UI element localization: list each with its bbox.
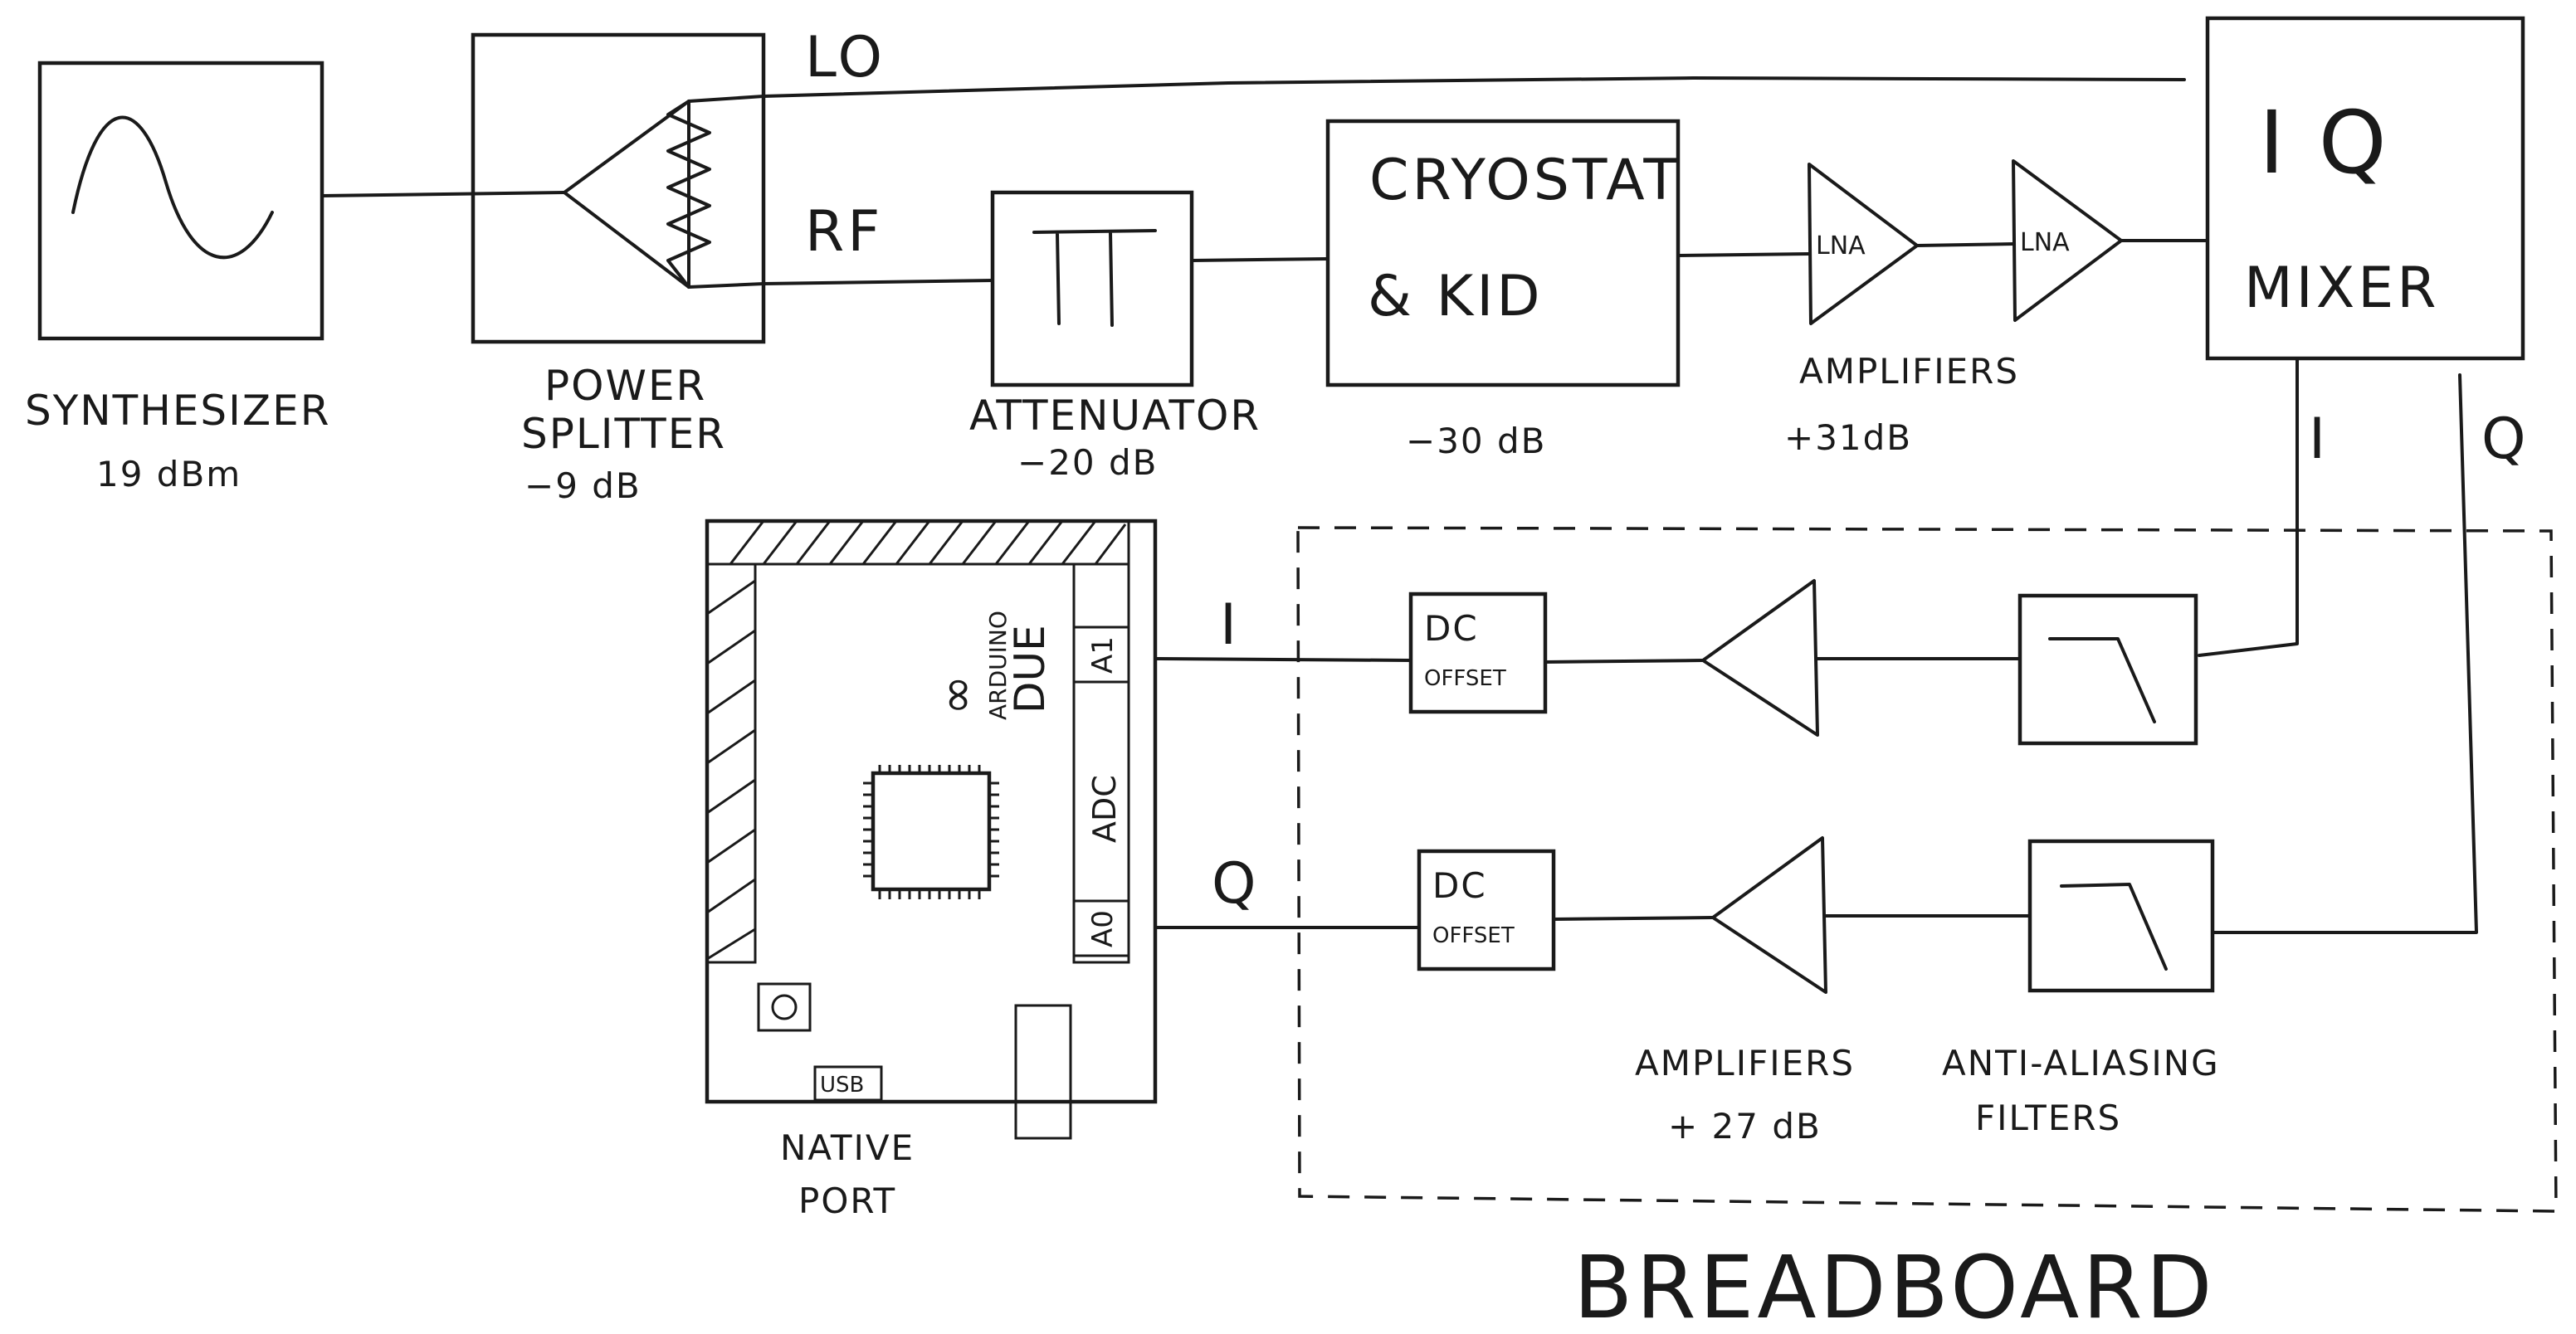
microcontroller-chip bbox=[873, 773, 989, 889]
cryostat-label-2: & KID bbox=[1368, 264, 1544, 329]
wire-mixer-q bbox=[2213, 375, 2476, 932]
arduino-model-label: DUE bbox=[1006, 625, 1054, 713]
lo-signal-label: LO bbox=[805, 25, 886, 90]
attenuator-block bbox=[993, 192, 1192, 385]
dc-offset-i-label-2: OFFSET bbox=[1424, 666, 1506, 691]
pin-adc-label: ADC bbox=[1086, 775, 1123, 843]
sine-wave-icon bbox=[73, 118, 272, 258]
synthesizer-value: 19 dBm bbox=[96, 454, 242, 494]
iq-mixer-label-2: MIXER bbox=[2244, 256, 2440, 321]
wire-att-cryo bbox=[1192, 259, 1328, 260]
wire-board-i bbox=[1155, 659, 1411, 660]
synthesizer-block bbox=[40, 63, 322, 338]
rf-amplifiers-label: AMPLIFIERS bbox=[1799, 351, 2019, 392]
power-splitter-label-1: POWER bbox=[544, 362, 706, 410]
breadboard-label: BREADBOARD bbox=[1573, 1237, 2216, 1334]
board-q-label: Q bbox=[1212, 851, 1260, 917]
iq-mixer-label-1: I Q bbox=[2259, 92, 2390, 193]
dc-offset-q-label-1: DC bbox=[1432, 865, 1487, 906]
dc-offset-q-label-2: OFFSET bbox=[1432, 923, 1515, 948]
pin-a1-label: A1 bbox=[1086, 636, 1120, 674]
filters-label-1: ANTI-ALIASING bbox=[1942, 1043, 2220, 1083]
lna-2-label: LNA bbox=[2020, 228, 2070, 257]
wire-rf bbox=[764, 280, 993, 284]
power-splitter-label-2: SPLITTER bbox=[521, 410, 726, 458]
reset-button-icon bbox=[759, 984, 810, 1030]
cryostat-label-1: CRYOSTAT bbox=[1369, 148, 1681, 213]
power-splitter-value: −9 dB bbox=[524, 465, 642, 506]
amplifier-i-triangle-icon bbox=[1703, 581, 1817, 735]
cryostat-value: −30 dB bbox=[1406, 421, 1546, 461]
breadboard-amplifiers-label: AMPLIFIERS bbox=[1635, 1043, 1855, 1083]
lowpass-filter-icon bbox=[2050, 639, 2154, 722]
wire-lo bbox=[764, 78, 2184, 96]
arduino-logo-icon: ∞ bbox=[928, 675, 984, 715]
amplifier-q-triangle-icon bbox=[1713, 838, 1826, 992]
breadboard-amplifiers-value: + 27 dB bbox=[1668, 1106, 1822, 1147]
lowpass-filter-icon bbox=[2061, 884, 2166, 969]
rf-amplifiers-value: +31dB bbox=[1784, 417, 1912, 458]
usb-label: USB bbox=[820, 1073, 864, 1098]
pi-attenuator-icon bbox=[1034, 231, 1155, 325]
mixer-i-label: I bbox=[2309, 407, 2329, 472]
power-splitter-block bbox=[473, 35, 764, 342]
wire-mixer-i bbox=[2199, 358, 2297, 655]
anti-aliasing-filter-i bbox=[2020, 596, 2196, 743]
wire-lna-lna bbox=[1917, 244, 2013, 246]
anti-aliasing-filter-q bbox=[2030, 841, 2213, 991]
wire-synth-splitter bbox=[322, 192, 564, 196]
synthesizer-label: SYNTHESIZER bbox=[25, 387, 330, 435]
native-port-connector bbox=[1016, 1005, 1071, 1138]
native-port-label-2: PORT bbox=[798, 1181, 896, 1221]
dc-offset-i-label-1: DC bbox=[1424, 608, 1479, 649]
native-port-label-1: NATIVE bbox=[780, 1127, 915, 1168]
rf-signal-label: RF bbox=[805, 199, 883, 265]
attenuator-label: ATTENUATOR bbox=[969, 392, 1261, 440]
attenuator-value: −20 dB bbox=[1017, 442, 1158, 483]
board-i-label: I bbox=[1220, 592, 1240, 658]
filters-label-2: FILTERS bbox=[1975, 1098, 2121, 1138]
wire-cryo-lna bbox=[1678, 254, 1809, 256]
pin-a0-label: A0 bbox=[1086, 910, 1120, 947]
lna-1-label: LNA bbox=[1816, 231, 1866, 260]
mixer-q-label: Q bbox=[2481, 407, 2530, 472]
